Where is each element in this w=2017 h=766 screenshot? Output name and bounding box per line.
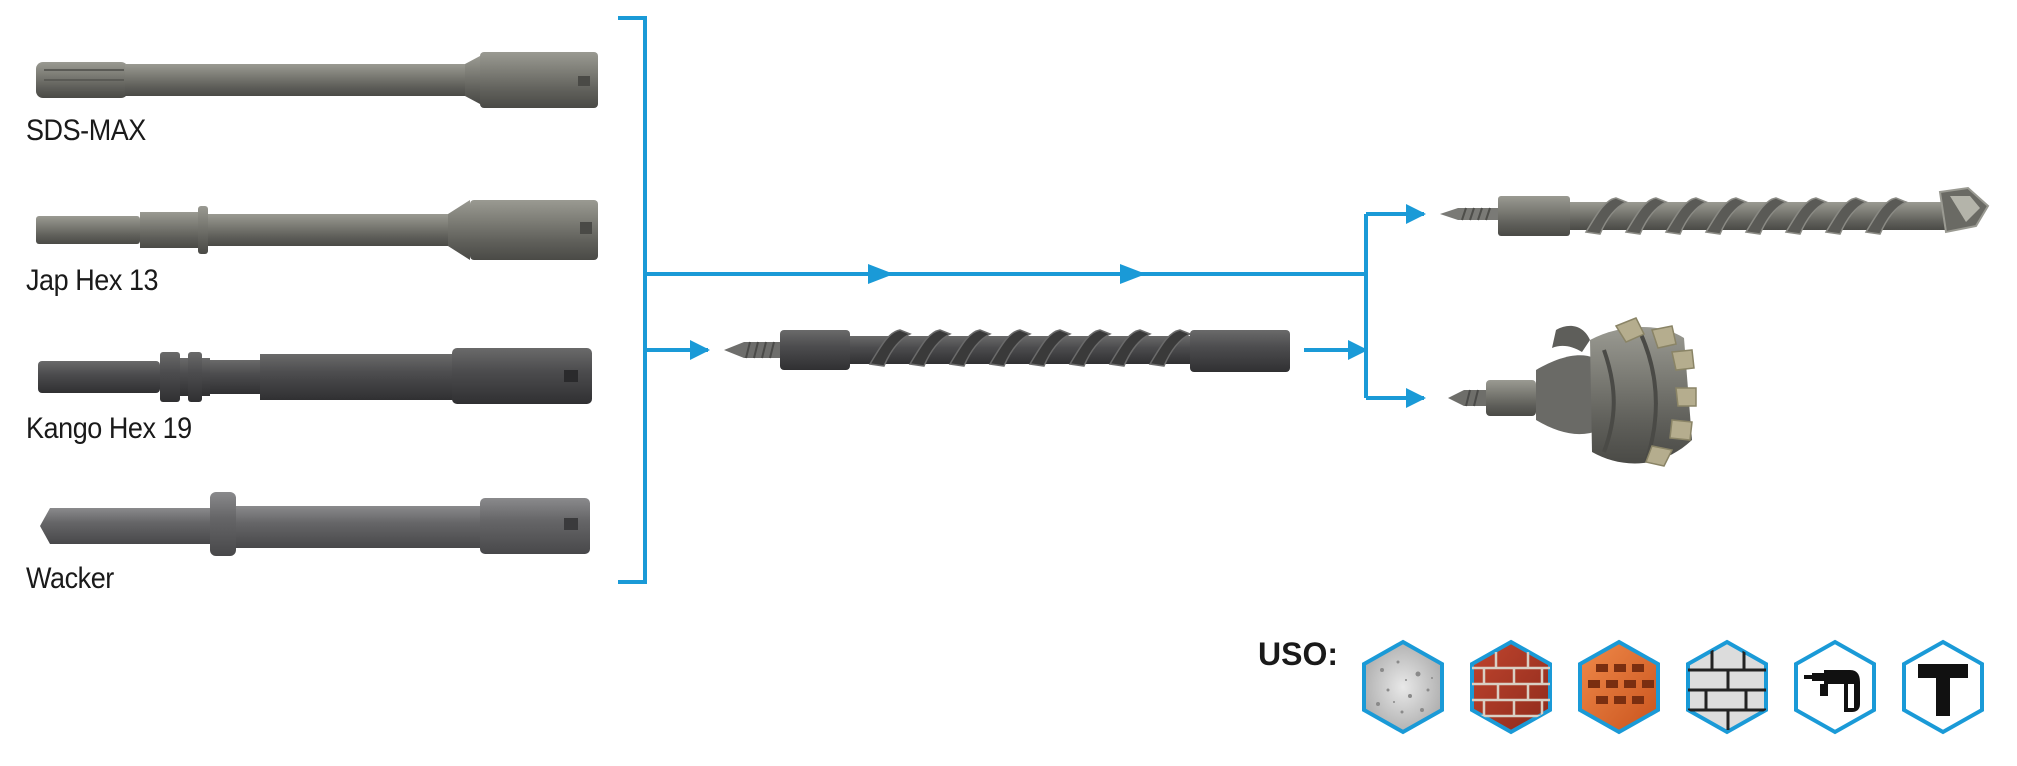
wacker-shank: [40, 492, 590, 556]
sds-max-shank: [36, 52, 598, 108]
rotary-hammer-icon: [1794, 639, 1876, 735]
core-drill-bit: [1448, 317, 1697, 467]
hammer-icon: [1902, 639, 1984, 735]
hollow-brick-icon: [1578, 639, 1660, 735]
spiral-drill-bit: [1440, 186, 1990, 236]
uso-label: USO:: [1258, 636, 1338, 672]
block-wall-icon: [1686, 639, 1768, 735]
flow-arrow-1: [868, 264, 894, 284]
uso-icons: [1362, 639, 1984, 735]
flow-arrow-2: [1120, 264, 1146, 284]
brick-wall-icon: [1470, 639, 1552, 735]
shank-label-wacker: Wacker: [26, 562, 114, 595]
kango-hex-shank: [38, 348, 592, 404]
spiral-extension-rod: [724, 329, 1290, 372]
shank-bracket: [618, 16, 647, 584]
shank-label-sds-max: SDS-MAX: [26, 114, 146, 147]
connector-lines: [618, 16, 1426, 584]
shank-label-kango-hex-19: Kango Hex 19: [26, 412, 192, 445]
shank-label-jap-hex-13: Jap Hex 13: [26, 264, 159, 297]
concrete-icon: [1362, 639, 1444, 735]
jap-hex-shank: [36, 200, 598, 260]
